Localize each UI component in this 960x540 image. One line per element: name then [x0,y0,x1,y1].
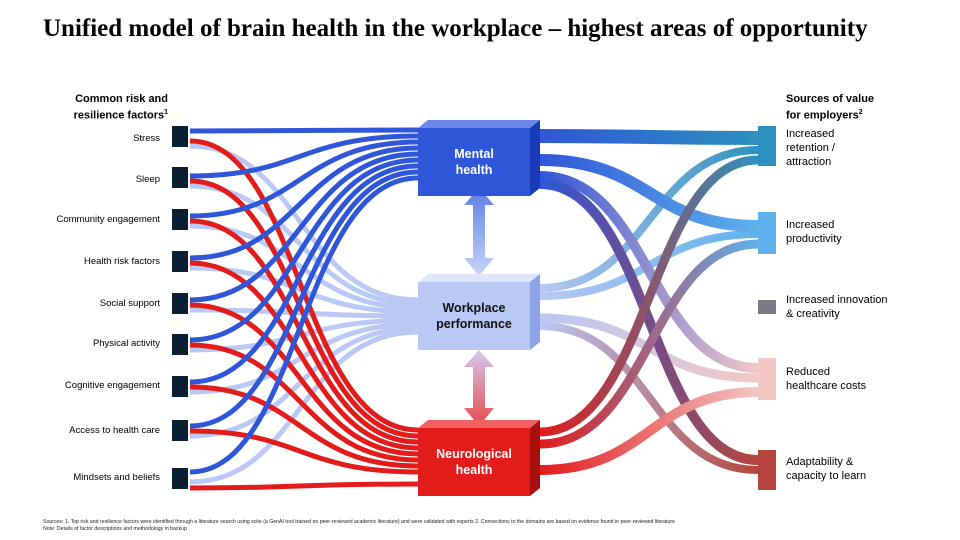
page-title: Unified model of brain health in the wor… [43,15,868,42]
value-box-innovation [758,300,776,314]
value-boxes [758,126,776,490]
footnote-note: Note: Details of factor descriptions and… [43,526,187,532]
value-box-productivity [758,212,776,254]
factor-box [172,251,188,272]
factor-box [172,334,188,355]
factor-label-physical-activity: Physical activity [92,338,160,349]
right-column-header: Sources of value for employers2 [786,93,875,122]
factor-box [172,293,188,314]
value-label-innovation: Increased innovation& creativity [786,294,888,320]
left-flows [189,127,419,491]
value-box-adaptability [758,450,776,490]
double-arrow-workplace-neurological [464,350,494,426]
right-flows [539,129,759,491]
factor-label-cognitive: Cognitive engagement [64,380,160,391]
factor-label-access-care: Access to health care [69,425,160,436]
factor-label-community: Community engagement [56,214,161,225]
hub-mental-3d [418,120,540,196]
factor-label-stress: Stress [133,133,160,144]
factor-box [172,209,188,230]
double-arrow-mental-workplace [464,188,494,276]
value-label-adaptability: Adaptability &capacity to learn [786,456,867,482]
factor-box [172,167,188,188]
hub-neuro-3d [418,420,540,496]
value-box-healthcare [758,358,776,400]
factor-label-social-support: Social support [99,298,160,309]
value-box-retention [758,126,776,166]
factor-boxes [172,126,188,489]
footnote-sources: Sources: 1. Top risk and resilience fact… [43,519,675,525]
factor-box [172,420,188,441]
flows-to-mental [189,127,419,475]
left-column-header: Common risk and resilience factors1 [73,93,168,122]
factor-label-sleep: Sleep [135,174,160,185]
factor-box [172,126,188,147]
factor-box [172,376,188,397]
factor-label-mindsets: Mindsets and beliefs [73,472,160,483]
hub-workplace-3d [418,274,540,350]
factor-label-health-risk: Health risk factors [83,256,160,267]
factor-box [172,468,188,489]
